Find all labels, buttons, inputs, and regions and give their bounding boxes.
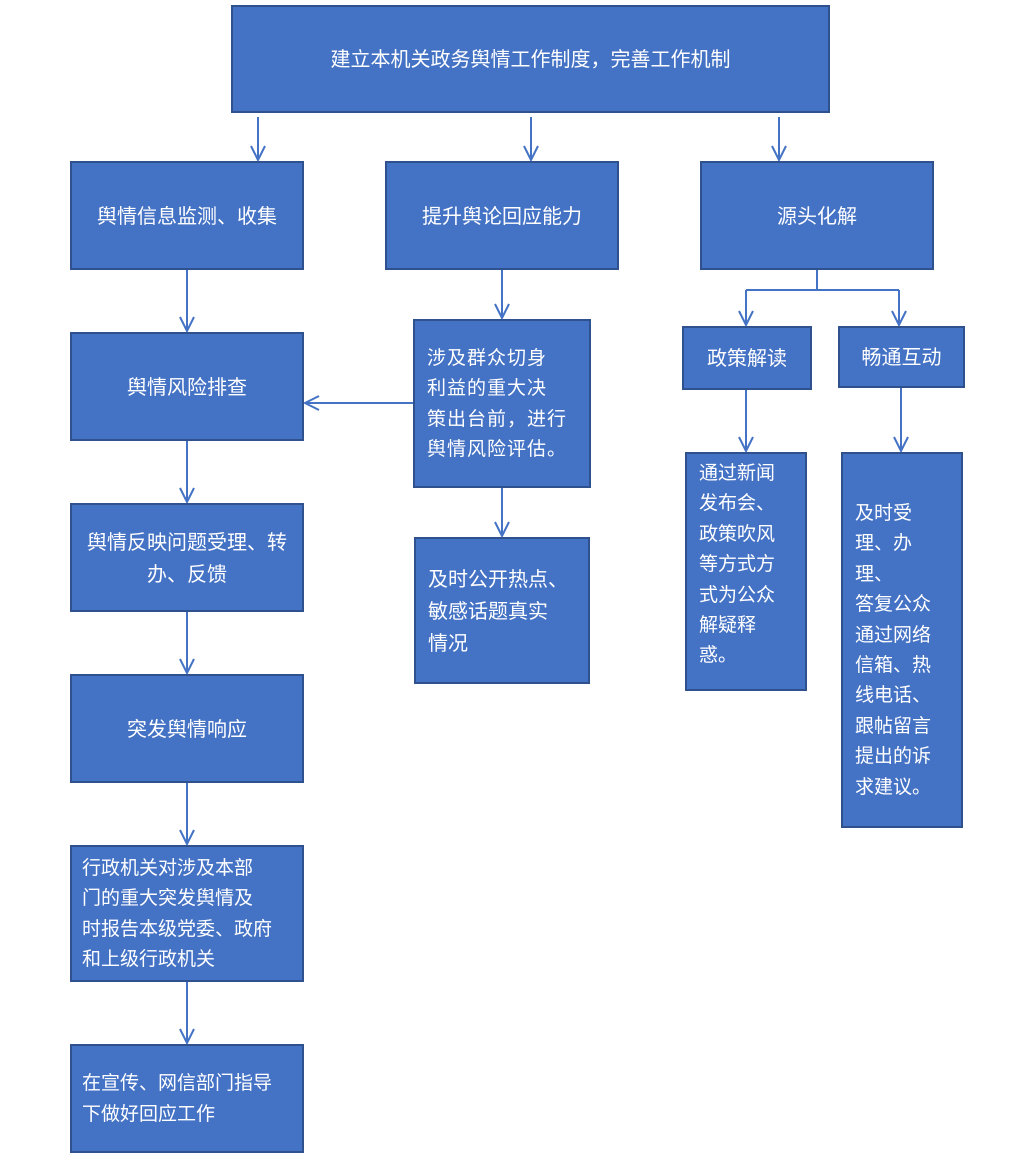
node-guidance-label: 在宣传、网信部门指导 下做好回应工作 (82, 1072, 273, 1125)
node-risk-check-label: 舆情风险排查 (127, 374, 247, 399)
node-interaction-label: 畅通互动 (861, 345, 942, 369)
node-emergency: 突发舆情响应 (70, 674, 304, 783)
node-emergency-label: 突发舆情响应 (127, 716, 247, 741)
node-feedback: 舆情反映问题受理、转 办、反馈 (70, 503, 304, 612)
node-major-decision-label: 涉及群众切身 利益的重大决 策出台前，进行 舆情风险评估。 (427, 346, 568, 460)
node-improve: 提升舆论回应能力 (385, 161, 619, 270)
node-press-label: 通过新闻 发布会、 政策吹风 等方式方 式为公众 解疑释 惑。 (699, 462, 776, 667)
node-feedback-label: 舆情反映问题受理、转 办、反馈 (87, 529, 287, 586)
node-report: 行政机关对涉及本部 门的重大突发舆情及 时报告本级党委、政府 和上级行政机关 (70, 845, 304, 982)
node-risk-check: 舆情风险排查 (70, 332, 304, 441)
node-source: 源头化解 (700, 161, 934, 270)
node-policy-interpret: 政策解读 (682, 326, 812, 390)
node-guidance: 在宣传、网信部门指导 下做好回应工作 (70, 1044, 304, 1153)
node-monitor: 舆情信息监测、收集 (70, 161, 304, 270)
node-policy-interpret-label: 政策解读 (707, 346, 787, 370)
node-report-label: 行政机关对涉及本部 门的重大突发舆情及 时报告本级党委、政府 和上级行政机关 (82, 856, 273, 970)
node-top-label: 建立本机关政务舆情工作制度，完善工作机制 (330, 47, 731, 71)
node-source-label: 源头化解 (777, 203, 857, 228)
node-monitor-label: 舆情信息监测、收集 (97, 203, 277, 228)
node-press: 通过新闻 发布会、 政策吹风 等方式方 式为公众 解疑释 惑。 (685, 452, 807, 691)
node-top: 建立本机关政务舆情工作制度，完善工作机制 (231, 5, 830, 113)
node-improve-label: 提升舆论回应能力 (422, 203, 582, 228)
node-disclose: 及时公开热点、 敏感话题真实 情况 (414, 537, 590, 684)
connector-source-split (746, 270, 818, 291)
node-disclose-label: 及时公开热点、 敏感话题真实 情况 (428, 566, 568, 655)
node-major-decision: 涉及群众切身 利益的重大决 策出台前，进行 舆情风险评估。 (413, 319, 591, 488)
node-respond-timely: 及时受 理、办理、 答复公众 通过网络 信箱、热 线电话、 跟帖留言 提出的诉 … (841, 452, 963, 828)
node-interaction: 畅通互动 (838, 326, 965, 388)
node-respond-timely-label: 及时受 理、办理、 答复公众 通过网络 信箱、热 线电话、 跟帖留言 提出的诉 … (855, 502, 932, 798)
